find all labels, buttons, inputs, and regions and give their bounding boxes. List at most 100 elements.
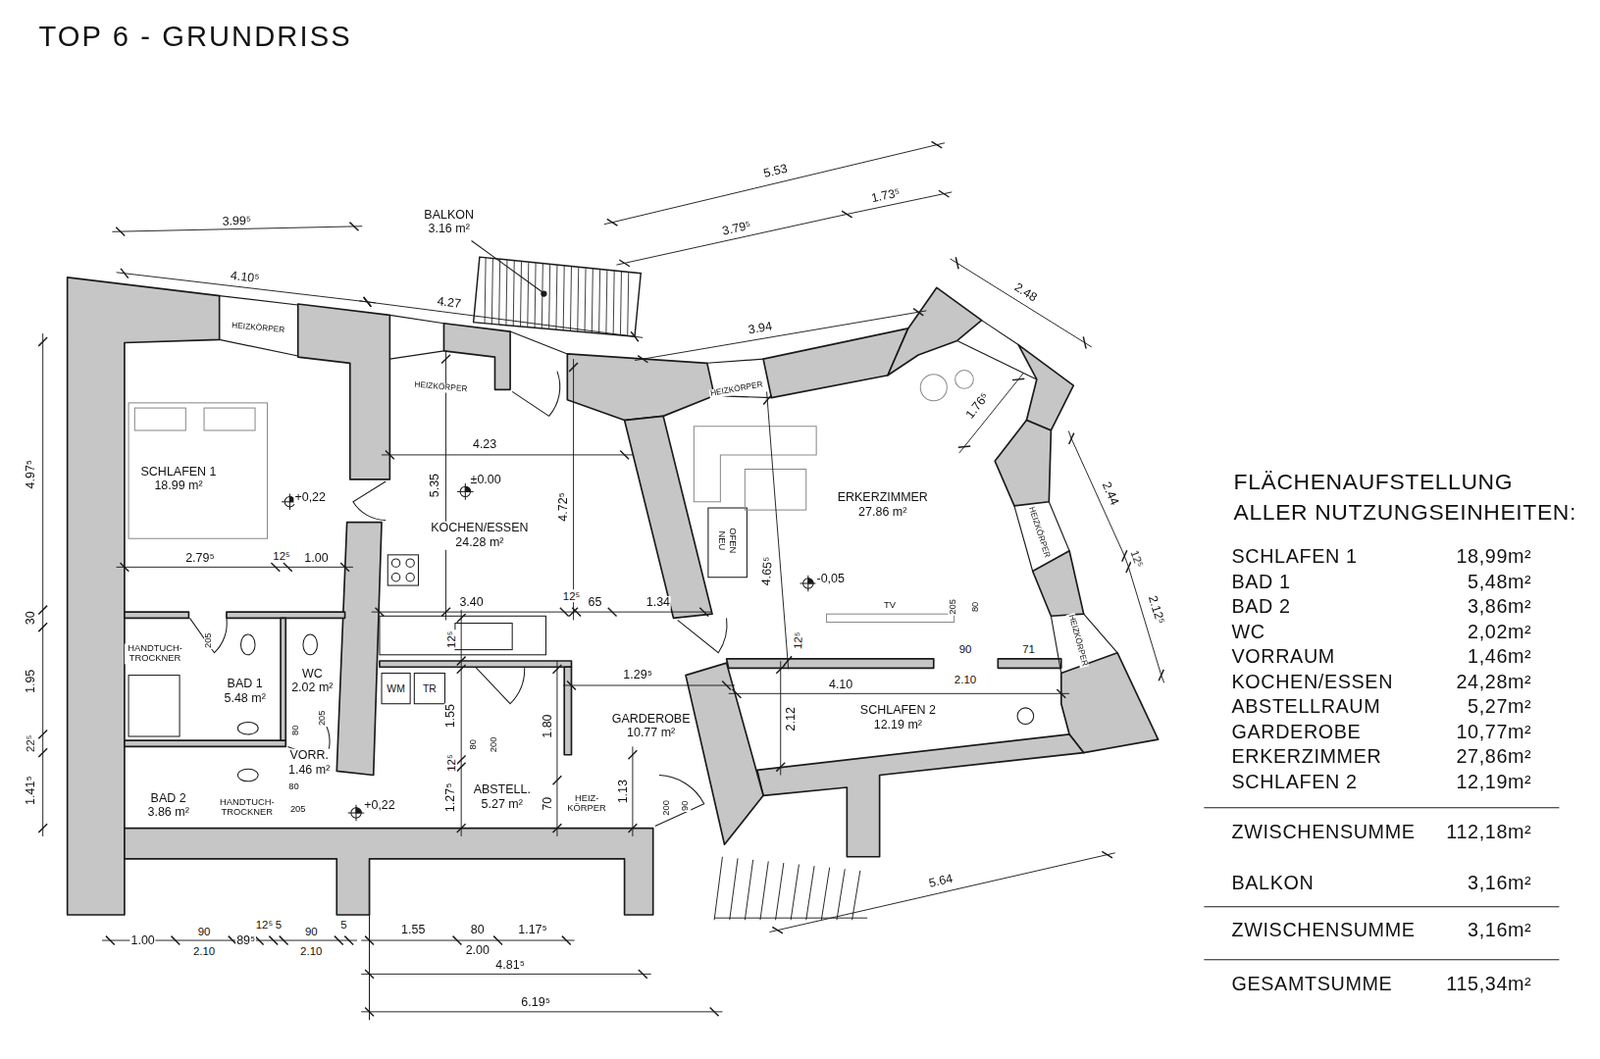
dimension-line: [116, 567, 354, 568]
room-name: VORR.: [288, 749, 330, 764]
plan-label: HANDTUCH- TROCKNER: [216, 798, 278, 820]
wall: [997, 659, 1061, 669]
wall: [226, 612, 346, 619]
dimension-tick: [453, 936, 463, 946]
room-area: 5.27 m²: [473, 797, 531, 812]
plan-label: 1.00: [303, 551, 329, 566]
dimension-tick: [1083, 336, 1086, 349]
balcony-hatch: [484, 258, 486, 324]
stair-step: [775, 863, 784, 921]
dimension-tick: [1122, 550, 1128, 562]
dimension-tick: [567, 681, 576, 691]
door-swing: [475, 667, 525, 704]
plan-label: 90: [197, 925, 212, 938]
plan-label: 4.10: [827, 677, 854, 692]
area-table-cell: 24,28m²: [1454, 670, 1533, 693]
dimension-line: [361, 974, 651, 976]
fixture: [379, 616, 547, 656]
dimension-tick: [38, 748, 48, 758]
dimension-tick: [375, 608, 385, 618]
room-name: BAD 2: [147, 791, 189, 806]
dimension-line: [563, 684, 735, 686]
room-area: 3.86 m²: [147, 806, 189, 821]
furniture: [134, 408, 186, 431]
room-area: 2.02 m²: [291, 681, 333, 696]
dimension-tick: [38, 622, 48, 632]
dimension-line: [361, 1011, 723, 1013]
plan-label: 1.34: [645, 596, 671, 611]
balcony-hatch: [577, 266, 579, 332]
fixture: [128, 675, 180, 737]
plan-label: -0,05: [815, 572, 846, 587]
plan-label: 1.17⁵: [516, 924, 549, 938]
balcony: [473, 257, 642, 337]
window: [707, 359, 764, 363]
plan-label: 70: [541, 796, 556, 813]
dimension-tick: [344, 936, 354, 946]
plan-label: 2.48: [1011, 280, 1041, 307]
plan-label: 5.35: [427, 472, 442, 499]
window: [219, 296, 1118, 674]
balcony-hatch: [613, 270, 615, 335]
room-name: SCHLAFEN 1: [141, 465, 217, 480]
dimension-line: [371, 612, 713, 614]
window: [219, 339, 299, 357]
dimension-tick: [553, 824, 563, 833]
dimension-tick: [457, 657, 466, 667]
room-name: ABSTELL.: [473, 783, 531, 798]
dimension-tick: [571, 608, 581, 618]
plan-label: 4.27: [435, 295, 464, 312]
wall: [124, 828, 654, 916]
dimension-tick: [38, 824, 48, 833]
dimension-tick: [627, 750, 637, 760]
wall: [763, 328, 909, 399]
wall: [1061, 653, 1159, 754]
dimension-tick: [637, 356, 648, 363]
area-table-cell: SCHLAFEN 1: [1230, 546, 1358, 568]
area-table-cell: 3,86m²: [1466, 596, 1533, 619]
furniture: [826, 614, 955, 622]
dimension-tick: [363, 297, 372, 308]
wall: [567, 354, 715, 421]
area-table-cell: BALKON: [1230, 873, 1315, 895]
stair-step: [714, 918, 868, 920]
plan-label: 2.12: [783, 706, 798, 732]
window: [1083, 614, 1118, 654]
dimension-line: [604, 143, 945, 225]
dimension-tick: [630, 331, 639, 342]
dimension-tick: [619, 451, 629, 461]
area-table-cell: ZWISCHENSUMME: [1230, 921, 1416, 943]
room-area: 3.16 m²: [423, 222, 474, 237]
dimension-tick: [568, 362, 578, 372]
plan-label: OFEN NEU: [716, 524, 737, 558]
furniture: [920, 374, 947, 402]
balcony-hatch: [556, 264, 558, 330]
plan-label: 1.27⁵: [444, 782, 459, 815]
dimension-tick: [1069, 433, 1075, 445]
area-table-cell: VORRAUM: [1230, 646, 1336, 669]
door-swing: [189, 371, 727, 827]
plan-label: 200: [662, 799, 672, 818]
plan-label: 1.29⁵: [621, 669, 654, 683]
balcony-hatch: [499, 258, 501, 325]
window: [957, 340, 1037, 380]
door-swing: [655, 775, 705, 827]
wall: [379, 661, 572, 668]
room-area: 12.19 m²: [860, 718, 936, 732]
elevation-marker: [356, 808, 362, 814]
room-name: WC: [291, 667, 333, 681]
wall: [624, 415, 713, 619]
area-table-cell: GARDEROBE: [1230, 721, 1362, 743]
dimension-tick: [268, 936, 278, 946]
fixture: [391, 559, 400, 568]
plan-label: 5: [339, 918, 348, 931]
plan-label: 2.10: [192, 944, 216, 958]
room-name: BAD 1: [223, 677, 265, 692]
balcony-hatch: [584, 267, 586, 333]
plan-label: HEIZKÖRPER: [412, 380, 469, 395]
plan-label: ±0.00: [469, 473, 503, 488]
area-table-cell: ZWISCHENSUMME: [1230, 822, 1416, 844]
plan-label: 5: [274, 918, 283, 931]
plan-label: 12⁵: [790, 630, 805, 651]
